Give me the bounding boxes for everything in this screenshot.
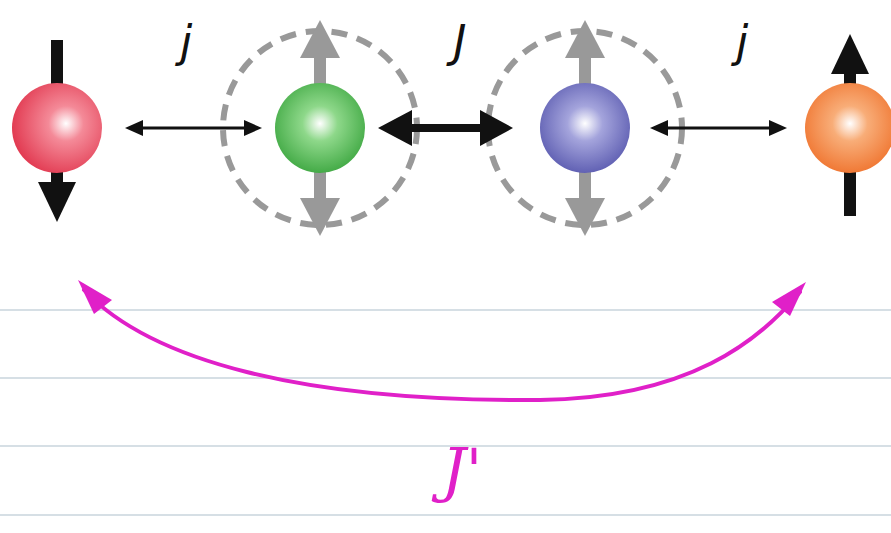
red-spin bbox=[12, 83, 102, 173]
coupling-label: j bbox=[736, 20, 748, 64]
handwritten-label: J' bbox=[442, 440, 483, 500]
coupling-arrow-thick bbox=[378, 110, 513, 146]
dashed-halo bbox=[488, 31, 682, 225]
orange-spin bbox=[805, 83, 891, 173]
blue-spin bbox=[540, 83, 630, 173]
ruled-lines bbox=[0, 310, 891, 515]
coupling-arrow-thin bbox=[650, 120, 787, 136]
coupling-arrow-thin bbox=[125, 120, 262, 136]
green-spin bbox=[275, 83, 365, 173]
dashed-halo bbox=[223, 31, 417, 225]
coupling-label: j bbox=[180, 20, 192, 64]
coupling-label: J bbox=[454, 20, 467, 64]
long-range-coupling-curve bbox=[78, 280, 806, 400]
